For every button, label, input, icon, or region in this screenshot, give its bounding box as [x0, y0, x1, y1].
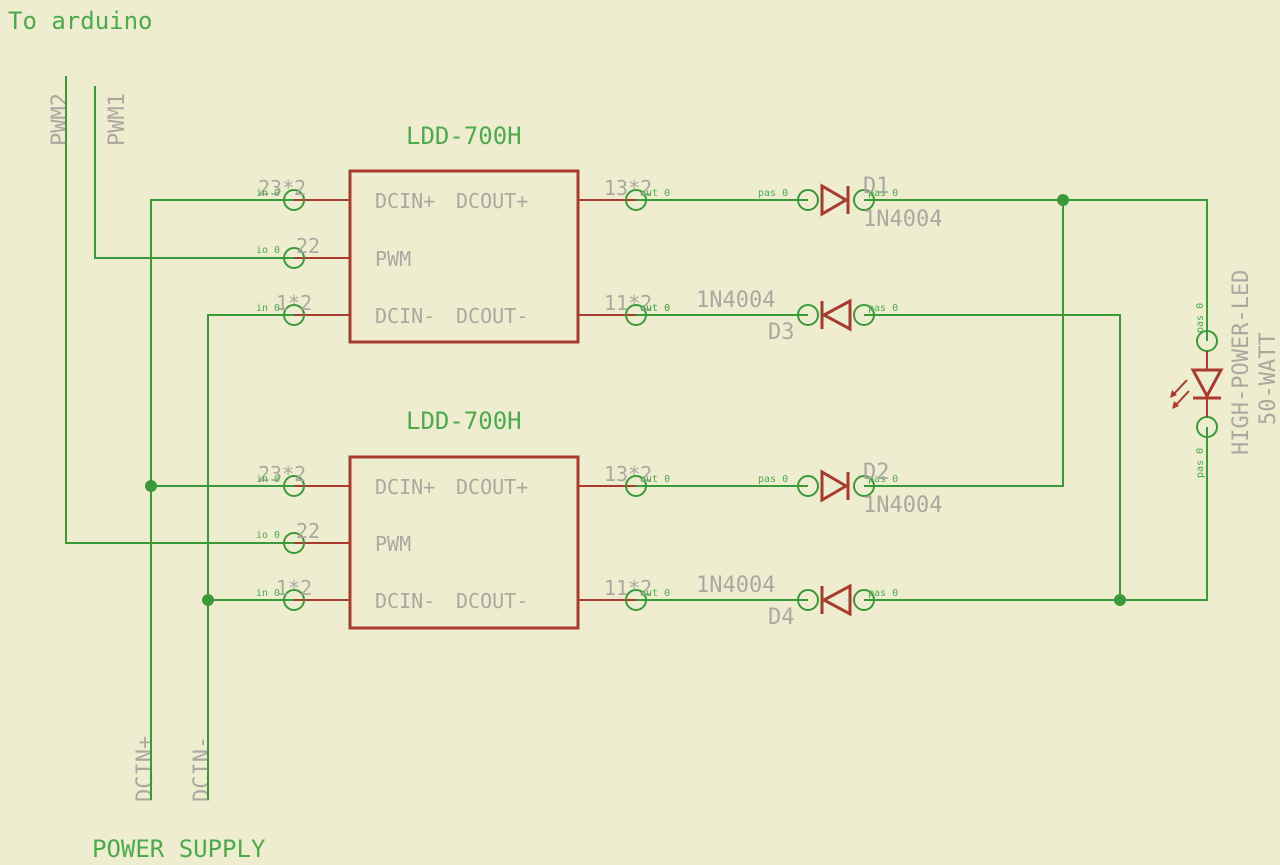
diode-value: 1N4004	[696, 288, 775, 313]
junction-dot	[202, 594, 214, 606]
diode-name: D4	[768, 605, 795, 630]
pin-number: 11*2	[604, 291, 652, 315]
pin-number: 23*2	[258, 462, 306, 486]
net-label-dcin-minus: DCIN-	[190, 736, 215, 802]
pin-type: out 0	[640, 188, 670, 199]
pin-type: pas 0	[1195, 448, 1206, 478]
pin-type: io 0	[256, 530, 280, 541]
junction-dot	[1057, 194, 1069, 206]
pin-number: 1*2	[276, 291, 312, 315]
pin-number: 23*2	[258, 176, 306, 200]
pin-type: io 0	[256, 245, 280, 256]
junction-dot	[145, 480, 157, 492]
diode-name: D3	[768, 320, 795, 345]
pin-type: pas 0	[868, 303, 898, 314]
pin-number: 13*2	[604, 176, 652, 200]
to-arduino-label: To arduino	[8, 7, 153, 35]
diode-value: 1N4004	[696, 573, 775, 598]
driver-ldd700h-1[interactable]: LDD-700H DCIN+ DCOUT+ PWM DCIN- DCOUT- 2…	[256, 122, 670, 344]
diode-value: 1N4004	[863, 493, 942, 518]
driver-ldd700h-2[interactable]: LDD-700H DCIN+ DCOUT+ PWM DCIN- DCOUT- 2…	[256, 407, 670, 630]
pin-label-dcout-plus: DCOUT+	[456, 189, 528, 213]
pin-type: in 0	[256, 188, 280, 199]
pin-label-pwm: PWM	[375, 532, 411, 556]
led-value: 50-WATT	[1256, 332, 1280, 425]
led-name: HIGH-POWER-LED	[1229, 270, 1254, 455]
pin-label-dcout-minus: DCOUT-	[456, 304, 528, 328]
pin-label-dcin-plus: DCIN+	[375, 475, 435, 499]
pin-type: in 0	[256, 588, 280, 599]
diode-value: 1N4004	[863, 207, 942, 232]
pin-type: pas 0	[868, 588, 898, 599]
diode-name: D2	[863, 460, 890, 485]
pin-type: out 0	[640, 588, 670, 599]
diode-name: D1	[863, 174, 890, 199]
pin-type: pas 0	[868, 474, 898, 485]
pin-label-pwm: PWM	[375, 247, 411, 271]
pin-number: 11*2	[604, 576, 652, 600]
diode-d3[interactable]: out 0 pas 0 1N4004 D3	[640, 288, 898, 345]
pin-label-dcin-minus: DCIN-	[375, 589, 435, 613]
diode-d1[interactable]: pas 0 pas 0 D1 1N4004	[758, 174, 942, 232]
led-high-power[interactable]: pas 0 pas 0 HIGH-POWER-LED 50-WATT	[1170, 270, 1280, 478]
net-label-pwm2: PWM2	[48, 93, 73, 146]
pin-label-dcin-minus: DCIN-	[375, 304, 435, 328]
pin-label-dcout-plus: DCOUT+	[456, 475, 528, 499]
pin-type: pas 0	[868, 188, 898, 199]
pin-label-dcout-minus: DCOUT-	[456, 589, 528, 613]
pin-label-dcin-plus: DCIN+	[375, 189, 435, 213]
pin-type: pas 0	[758, 188, 788, 199]
power-supply-label: POWER SUPPLY	[92, 835, 266, 863]
pin-number: 1*2	[276, 576, 312, 600]
pin-number: 13*2	[604, 462, 652, 486]
pin-type: out 0	[640, 474, 670, 485]
diode-d2[interactable]: pas 0 pas 0 D2 1N4004	[758, 460, 942, 518]
junction-dot	[1114, 594, 1126, 606]
pin-type: in 0	[256, 474, 280, 485]
driver-name: LDD-700H	[406, 407, 522, 435]
pin-type: in 0	[256, 303, 280, 314]
pin-number: 22	[296, 519, 320, 543]
net-label-pwm1: PWM1	[105, 93, 130, 146]
net-label-dcin-plus: DCIN+	[133, 736, 158, 802]
diode-d4[interactable]: pas 0 1N4004 D4	[696, 573, 898, 630]
driver-name: LDD-700H	[406, 122, 522, 150]
pin-type: pas 0	[1195, 303, 1206, 333]
pin-number: 22	[296, 234, 320, 258]
pin-type: pas 0	[758, 474, 788, 485]
wires	[65, 76, 1208, 800]
pin-type: out 0	[640, 303, 670, 314]
pin-type: out 0	[640, 303, 670, 314]
